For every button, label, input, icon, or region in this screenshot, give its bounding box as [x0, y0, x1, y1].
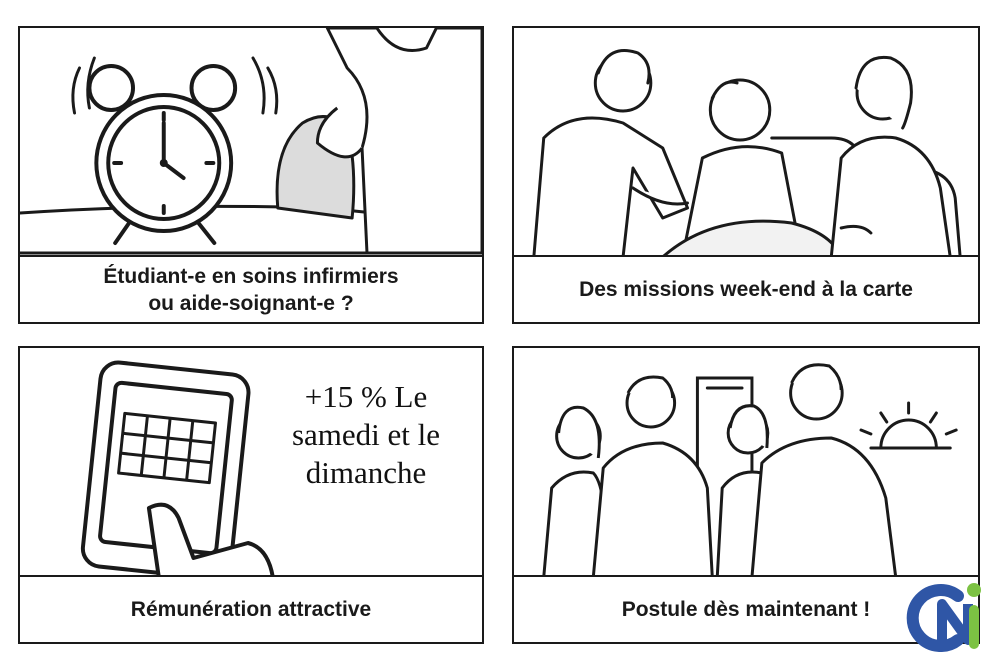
caption: Rémunération attractive — [20, 575, 482, 642]
illustration-care-team-with-patient — [514, 28, 978, 257]
sun-icon — [859, 401, 958, 450]
illustration-team-group — [514, 348, 978, 577]
panel-pay: +15 % Le samedi et le dimanche Rémunérat… — [18, 346, 484, 644]
caption-line: ou aide-soignant-e ? — [148, 291, 354, 315]
promo-line: samedi et le — [291, 417, 441, 452]
promo-text: +15 % Le samedi et le dimanche — [274, 378, 458, 492]
logo-mark — [906, 583, 981, 652]
caption: Des missions week-end à la carte — [514, 255, 978, 322]
promo-line: +15 % Le — [304, 379, 428, 414]
caption: Postule dès maintenant ! — [514, 575, 978, 642]
brand-logo — [900, 560, 992, 652]
caption-line: Des missions week-end à la carte — [579, 278, 913, 301]
alarm-clock-icon — [87, 64, 238, 245]
caption-line: Rémunération attractive — [130, 598, 372, 621]
caption-line: Postule dès maintenant ! — [621, 598, 871, 621]
panel-student-question: Étudiant-e en soins infirmiers ou aide-s… — [18, 26, 484, 324]
smartphone-calendar-icon — [80, 360, 251, 577]
logo-n-shape — [937, 599, 973, 645]
illustration-alarm-clock-scene — [20, 28, 482, 257]
caption-line: Étudiant-e en soins infirmiers — [103, 264, 399, 288]
panel-weekend-missions: Des missions week-end à la carte — [512, 26, 980, 324]
panel-apply-now: Postule dès maintenant ! — [512, 346, 980, 644]
illustration-phone-calendar — [20, 348, 482, 577]
promo-line: dimanche — [305, 455, 427, 490]
logo-c-shape — [906, 584, 964, 652]
logo-green-dot — [967, 583, 981, 597]
caption: Étudiant-e en soins infirmiers ou aide-s… — [20, 255, 482, 322]
